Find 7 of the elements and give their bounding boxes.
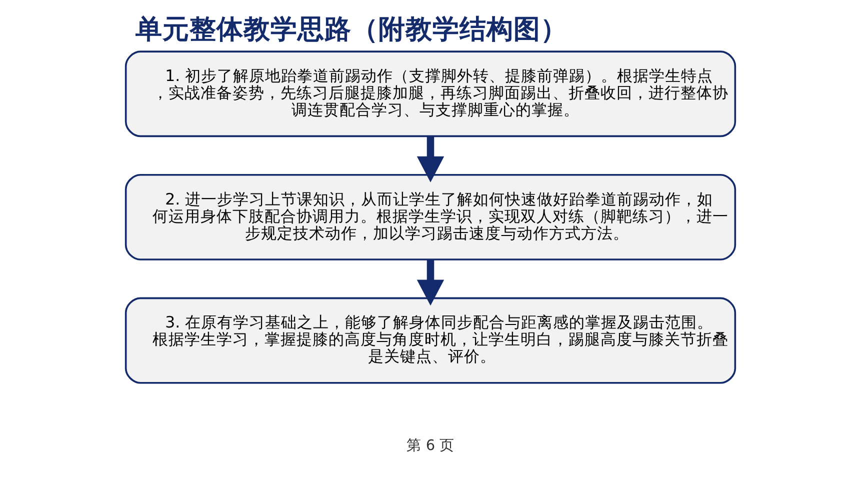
arrow [416,260,444,306]
node-box: 2. 进一步学习上节课知识，从而让学生了解如何快速做好跆拳道前踢动作，如何运用身体下肢配合协调用力。根据学生学识，实现双人对练（脚靶练习），进一步规定技术动作，加以学习踢击速度与动作方式方法。 [124,174,736,260]
arrow [416,136,444,182]
label: 第 6 页 [406,438,454,454]
diagram-title: 单元整体教学思路（附教学结构图） [135,14,568,45]
node-box: 1. 初步了解原地跆拳道前踢动作（支撑脚外转、提膝前弹踢）。根据学生特点，实战准备姿势，先练习后腿提膝加腿，再练习脚面踢出、折叠收回，进行整体协调连贯配合学习、与支撑脚重心的掌握。 [124,50,736,138]
node-box: 3. 在原有学习基础之上，能够了解身体同步配合与距离感的掌握及踢击范围。根据学生学习，掌握提膝的高度与角度时机，让学生明白，踢腿高度与膝关节折叠是关键点、评价。 [124,297,736,384]
